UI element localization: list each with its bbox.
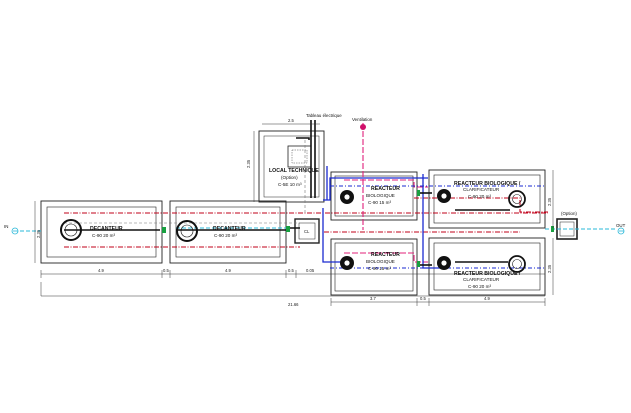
- clarif-bottom-title: REACTEUR BIOLOGIQUE /: [454, 271, 521, 277]
- clarif-top-capacity: C-90 20 m³: [468, 194, 491, 199]
- decanteur-2-capacity: C-90 20 m³: [214, 233, 237, 238]
- red-effluent-line: [64, 197, 548, 248]
- gap-dim-1: 0.5: [163, 268, 169, 273]
- dark-pipes: [64, 120, 510, 266]
- clarif-bottom-dim-side: 2.35: [547, 264, 552, 273]
- local-technique-dim-top: 2.5: [288, 118, 294, 123]
- reacteur-bottom-capacity: C-90 15 m³: [368, 266, 391, 271]
- decanteur-1-capacity: C-90 20 m³: [92, 233, 115, 238]
- local-technique-title: LOCAL TECHNIQUE: [269, 168, 319, 174]
- decanteur-2-dim-bottom: 4.9: [225, 268, 231, 273]
- ventilation-icon: [360, 124, 366, 130]
- arrow-out-icon: [617, 227, 625, 235]
- clarif-top-title: REACTEUR BIOLOGIQUE /: [454, 181, 521, 187]
- dimension-lines: [34, 123, 554, 306]
- clarificateur-outlets: [508, 190, 526, 273]
- decanteur-2-title: DECANTEUR: [213, 226, 246, 232]
- decanteur-1-tank: [40, 200, 163, 264]
- clarificateur-top-tank: [428, 169, 546, 229]
- clarif-top-dim-side: 2.35: [547, 197, 552, 206]
- decanteur-2-inlet: [176, 220, 198, 242]
- outlet-label: OUT: [616, 223, 626, 228]
- green-joints: [162, 190, 554, 267]
- gap-dim-4: 0.05: [306, 268, 315, 273]
- gap-dim-2: 0.5: [288, 268, 294, 273]
- decanteur-1-dim-bottom: 4.9: [98, 268, 104, 273]
- clarif-bottom-subtitle: CLARIFICATEUR: [463, 277, 500, 282]
- pump-icon: [340, 189, 451, 270]
- decanteur-1-title: DECANTEUR: [90, 226, 123, 232]
- arrow-in-icon: [11, 227, 19, 235]
- reacteur-bottom-title: REACTEUR: [371, 252, 400, 258]
- inlet-label: IN: [4, 224, 8, 229]
- reacteur-top-subtitle: BIOLOGIQUE: [366, 193, 395, 198]
- option-right-label: (Option): [561, 211, 577, 216]
- reacteur-top-capacity: C-90 15 m³: [368, 200, 391, 205]
- splitter-label: CL: [304, 229, 310, 234]
- grey-dashed-lines: [64, 140, 306, 224]
- clarif-bottom-capacity: C-90 20 m³: [468, 284, 491, 289]
- reacteur-bottom-subtitle: BIOLOGIQUE: [366, 259, 395, 264]
- reacteur-top-title: REACTEUR: [371, 186, 400, 192]
- clarif-bottom-dim-bottom: 4.9: [484, 296, 490, 301]
- ventilation-label: Ventilation: [352, 117, 373, 122]
- local-technique-option: (Option): [281, 175, 298, 180]
- local-technique-dim-side: 2.35: [246, 159, 251, 168]
- splitter-chamber: [294, 218, 320, 244]
- local-technique-capacity: C-5E 10 m³: [278, 182, 302, 187]
- pink-recirculation-line: [344, 123, 428, 263]
- clarificateur-bottom-tank: [428, 237, 546, 296]
- decanteur-2-tank: [169, 200, 287, 264]
- gap-dim-3: 0.5: [420, 296, 426, 301]
- clarif-top-subtitle: CLARIFICATEUR: [463, 187, 500, 192]
- decanteur-1-dim-side: 2.35: [36, 229, 41, 238]
- electrical-board-label: Tableau électrique: [306, 113, 342, 118]
- total-length: 21.66: [288, 302, 299, 307]
- decanteur-1-inlet: [60, 219, 82, 241]
- reacteur-bottom-dim-bottom: 3.7: [370, 296, 376, 301]
